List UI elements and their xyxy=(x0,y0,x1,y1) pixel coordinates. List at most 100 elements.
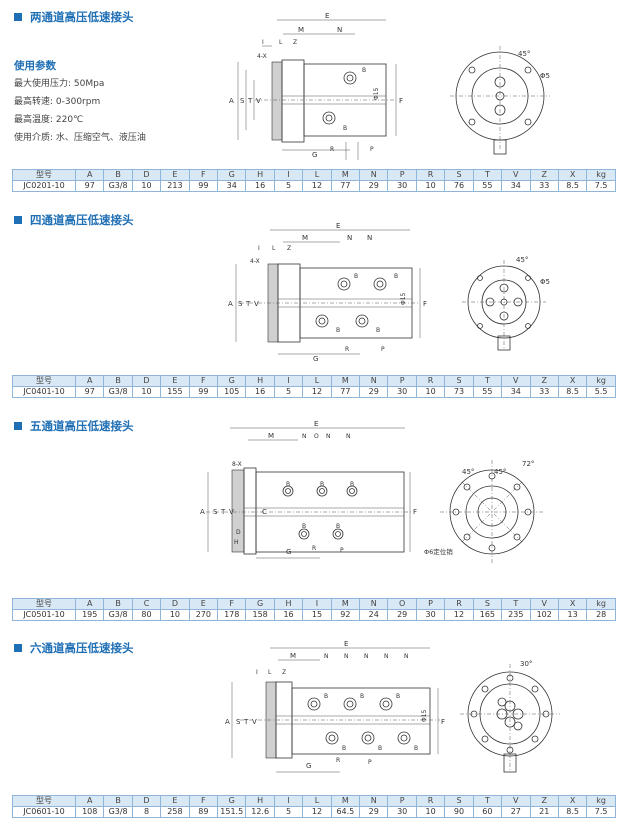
svg-text:B: B xyxy=(336,327,340,334)
svg-text:B: B xyxy=(376,327,380,334)
svg-text:T: T xyxy=(243,718,249,726)
svg-text:B: B xyxy=(360,693,364,700)
svg-text:N: N xyxy=(367,234,372,242)
side-view-drawing-2: E M N N I L Z 4-X H B B B B A S T V F Φ1… xyxy=(228,222,427,363)
svg-text:B: B xyxy=(394,273,398,280)
svg-text:Φ5: Φ5 xyxy=(540,72,550,80)
svg-text:4-X: 4-X xyxy=(257,53,267,60)
end-view-drawing-4: 30° xyxy=(460,660,560,773)
svg-text:I: I xyxy=(262,39,264,46)
svg-text:R: R xyxy=(312,545,316,552)
svg-text:L: L xyxy=(272,245,276,252)
svg-text:72°: 72° xyxy=(522,460,534,468)
svg-text:N: N xyxy=(346,433,351,440)
side-view-drawing-3: E M N O N N 8-X I B B B B B A S T V C D … xyxy=(200,420,417,559)
end-view-drawing-1: 45° Φ5 xyxy=(450,46,550,155)
svg-text:S: S xyxy=(238,300,243,308)
param-speed: 最高转速: 0-300rpm xyxy=(14,97,101,107)
svg-text:G: G xyxy=(286,548,291,556)
svg-text:F: F xyxy=(441,718,445,726)
svg-text:4-X: 4-X xyxy=(250,258,260,265)
svg-text:F: F xyxy=(423,300,427,308)
svg-text:45°: 45° xyxy=(516,256,528,264)
svg-text:O: O xyxy=(314,433,319,440)
svg-text:N: N xyxy=(302,433,307,440)
svg-text:E: E xyxy=(325,12,329,20)
svg-text:V: V xyxy=(254,300,259,308)
svg-text:Φ6定位销: Φ6定位销 xyxy=(424,547,453,556)
svg-text:R: R xyxy=(345,346,349,353)
svg-text:N: N xyxy=(324,653,329,660)
svg-text:S: S xyxy=(213,508,218,516)
svg-text:H: H xyxy=(234,539,239,546)
svg-text:F: F xyxy=(399,97,403,105)
svg-text:B: B xyxy=(302,523,306,530)
svg-text:B: B xyxy=(396,693,400,700)
svg-text:Φ15: Φ15 xyxy=(400,292,407,305)
svg-text:B: B xyxy=(320,481,324,488)
svg-text:N: N xyxy=(344,653,349,660)
param-medium: 使用介质: 水、压缩空气、液压油 xyxy=(14,133,146,143)
svg-text:N: N xyxy=(337,26,342,34)
svg-text:Z: Z xyxy=(287,245,291,252)
svg-text:I: I xyxy=(256,669,258,676)
svg-text:T: T xyxy=(247,97,253,105)
svg-text:Φ15: Φ15 xyxy=(373,87,380,100)
svg-text:M: M xyxy=(290,652,296,660)
svg-text:A: A xyxy=(200,508,205,516)
svg-text:P: P xyxy=(381,346,385,353)
svg-text:M: M xyxy=(298,26,304,34)
svg-text:N: N xyxy=(364,653,369,660)
svg-text:B: B xyxy=(324,693,328,700)
svg-text:G: G xyxy=(313,355,318,363)
svg-text:B: B xyxy=(286,481,290,488)
svg-text:G: G xyxy=(312,151,317,159)
svg-text:E: E xyxy=(336,222,340,230)
svg-text:V: V xyxy=(256,97,261,105)
svg-text:A: A xyxy=(225,718,230,726)
end-view-drawing-2: 45° Φ5 xyxy=(462,256,550,351)
end-view-drawing-3: 45° 45° 72° Φ6定位销 xyxy=(424,460,544,564)
svg-text:B: B xyxy=(343,125,347,132)
svg-text:8-X: 8-X xyxy=(232,461,242,468)
svg-text:A: A xyxy=(229,97,234,105)
svg-text:Φ15: Φ15 xyxy=(421,709,428,722)
svg-text:B: B xyxy=(350,481,354,488)
svg-text:B: B xyxy=(354,273,358,280)
param-pressure: 最大使用压力: 50Mpa xyxy=(14,79,105,89)
side-view-drawing-4: E M N N N N N I L Z H B B B B B B A S T … xyxy=(225,640,445,773)
section-title-five-channel: 五通道高压低速接头 xyxy=(14,418,134,434)
svg-text:E: E xyxy=(314,420,318,428)
svg-text:B: B xyxy=(362,67,366,74)
svg-text:M: M xyxy=(268,432,274,440)
svg-text:L: L xyxy=(268,669,272,676)
svg-text:P: P xyxy=(340,547,344,554)
svg-text:N: N xyxy=(404,653,409,660)
svg-text:N: N xyxy=(326,433,331,440)
svg-text:C: C xyxy=(262,508,267,516)
svg-text:B: B xyxy=(336,523,340,530)
svg-text:L: L xyxy=(279,39,283,46)
params-heading: 使用参数 xyxy=(14,60,56,72)
section-title-four-channel: 四通道高压低速接头 xyxy=(14,212,134,228)
svg-text:F: F xyxy=(413,508,417,516)
bullet-square xyxy=(14,216,22,224)
svg-text:E: E xyxy=(344,640,348,648)
svg-text:T: T xyxy=(220,508,226,516)
svg-text:A: A xyxy=(228,300,233,308)
svg-text:N: N xyxy=(347,234,352,242)
svg-text:P: P xyxy=(368,759,372,766)
svg-text:B: B xyxy=(378,745,382,752)
svg-text:I: I xyxy=(258,245,260,252)
svg-text:B: B xyxy=(414,745,418,752)
bullet-square xyxy=(14,422,22,430)
side-view-drawing-1: E M N I L Z 4-X H B B A S T V F Φ15 G R … xyxy=(229,12,403,160)
section-title-two-channel: 两通道高压低速接头 xyxy=(14,9,134,25)
